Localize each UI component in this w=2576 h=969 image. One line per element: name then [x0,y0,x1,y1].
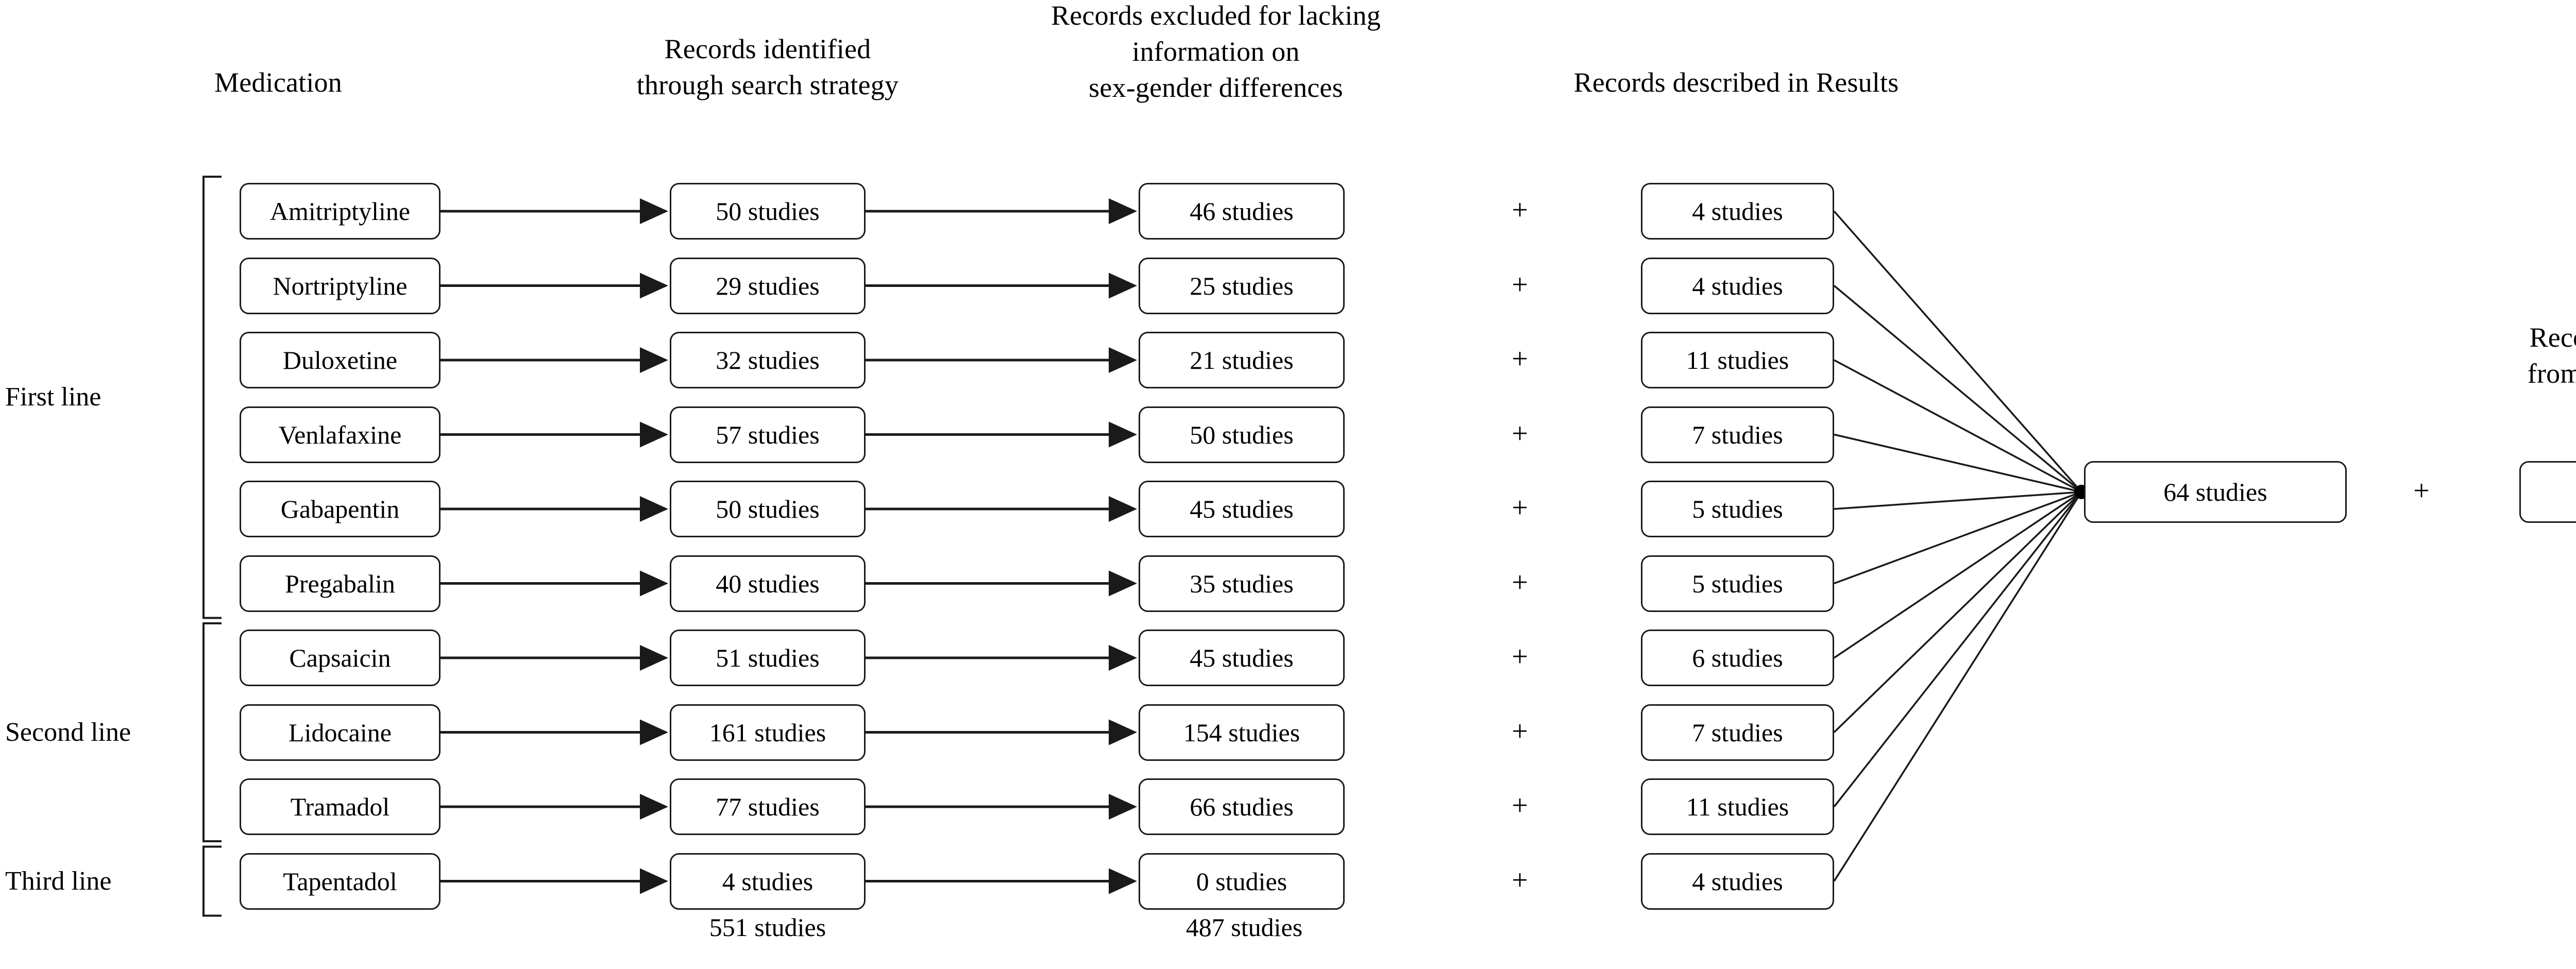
tier-label-first-line: First line [5,382,101,412]
footer-total-identified: 551 studies [709,913,826,942]
node-records-described-row-10[interactable]: 4 studies [1641,853,1834,910]
footer-total-excluded: 487 studies [1185,913,1303,942]
tier-label-second-line: Second line [5,717,131,747]
node-records-excluded-row-6[interactable]: 35 studies [1139,555,1345,612]
column-header-records-described: Records described in Results [1573,67,1899,98]
node-described-sum[interactable]: 64 studies [2084,461,2347,523]
node-records-described-row-4[interactable]: 7 studies [1641,406,1834,463]
node-records-excluded-row-4[interactable]: 50 studies [1139,406,1345,463]
operator-plus-row-5: + [1512,492,1528,524]
operator-plus-row-10: + [1512,864,1528,896]
row-arrows [440,198,1137,894]
column-header-other-sources: Records identified from other sources [2527,322,2576,389]
node-medication-row-4[interactable]: Venlafaxine [240,406,440,463]
node-medication-row-6[interactable]: Pregabalin [240,555,440,612]
operator-plus-summary: + [2413,475,2430,507]
column-header-medication: Medication [214,67,342,98]
node-records-described-row-6[interactable]: 5 studies [1641,555,1834,612]
column-header-records-excluded: Records excluded for lacking information… [1051,0,1381,104]
node-records-identified-row-5[interactable]: 50 studies [670,481,866,537]
operator-plus-row-4: + [1512,417,1528,450]
node-records-identified-row-2[interactable]: 29 studies [670,257,866,314]
node-records-excluded-row-8[interactable]: 154 studies [1139,704,1345,761]
node-medication-row-9[interactable]: Tramadol [240,778,440,835]
node-records-described-row-8[interactable]: 7 studies [1641,704,1834,761]
node-records-described-row-2[interactable]: 4 studies [1641,257,1834,314]
tier-label-third-line: Third line [5,866,112,896]
operator-plus-row-6: + [1512,566,1528,599]
node-records-described-row-9[interactable]: 11 studies [1641,778,1834,835]
operator-plus-row-9: + [1512,790,1528,822]
node-records-excluded-row-7[interactable]: 45 studies [1139,630,1345,686]
node-records-identified-row-3[interactable]: 32 studies [670,332,866,388]
operator-plus-row-1: + [1512,194,1528,226]
node-records-identified-row-7[interactable]: 51 studies [670,630,866,686]
node-records-excluded-row-5[interactable]: 45 studies [1139,481,1345,537]
node-records-described-row-7[interactable]: 6 studies [1641,630,1834,686]
node-medication-row-8[interactable]: Lidocaine [240,704,440,761]
node-records-identified-row-10[interactable]: 4 studies [670,853,866,910]
node-medication-row-7[interactable]: Capsaicin [240,630,440,686]
node-records-described-row-1[interactable]: 4 studies [1641,183,1834,240]
node-records-excluded-row-1[interactable]: 46 studies [1139,183,1345,240]
node-records-identified-row-8[interactable]: 161 studies [670,704,866,761]
node-records-excluded-row-2[interactable]: 25 studies [1139,257,1345,314]
operator-plus-row-3: + [1512,343,1528,375]
node-records-identified-row-4[interactable]: 57 studies [670,406,866,463]
node-medication-row-2[interactable]: Nortriptyline [240,257,440,314]
node-records-excluded-row-9[interactable]: 66 studies [1139,778,1345,835]
node-records-described-row-3[interactable]: 11 studies [1641,332,1834,388]
node-medication-row-3[interactable]: Duloxetine [240,332,440,388]
operator-plus-row-7: + [1512,641,1528,673]
node-records-identified-row-9[interactable]: 77 studies [670,778,866,835]
node-records-excluded-row-3[interactable]: 21 studies [1139,332,1345,388]
node-medication-row-10[interactable]: Tapentadol [240,853,440,910]
convergence-fan [1833,210,2082,882]
node-medication-row-1[interactable]: Amitriptyline [240,183,440,240]
tier-brackets [202,176,222,917]
operator-plus-row-8: + [1512,715,1528,747]
node-other-sources[interactable]: 6 studies [2519,461,2576,523]
node-records-identified-row-6[interactable]: 40 studies [670,555,866,612]
node-records-identified-row-1[interactable]: 50 studies [670,183,866,240]
node-medication-row-5[interactable]: Gabapentin [240,481,440,537]
operator-plus-row-2: + [1512,268,1528,301]
node-records-excluded-row-10[interactable]: 0 studies [1139,853,1345,910]
node-records-described-row-5[interactable]: 5 studies [1641,481,1834,537]
column-header-records-identified: Records identified through search strate… [636,33,899,101]
